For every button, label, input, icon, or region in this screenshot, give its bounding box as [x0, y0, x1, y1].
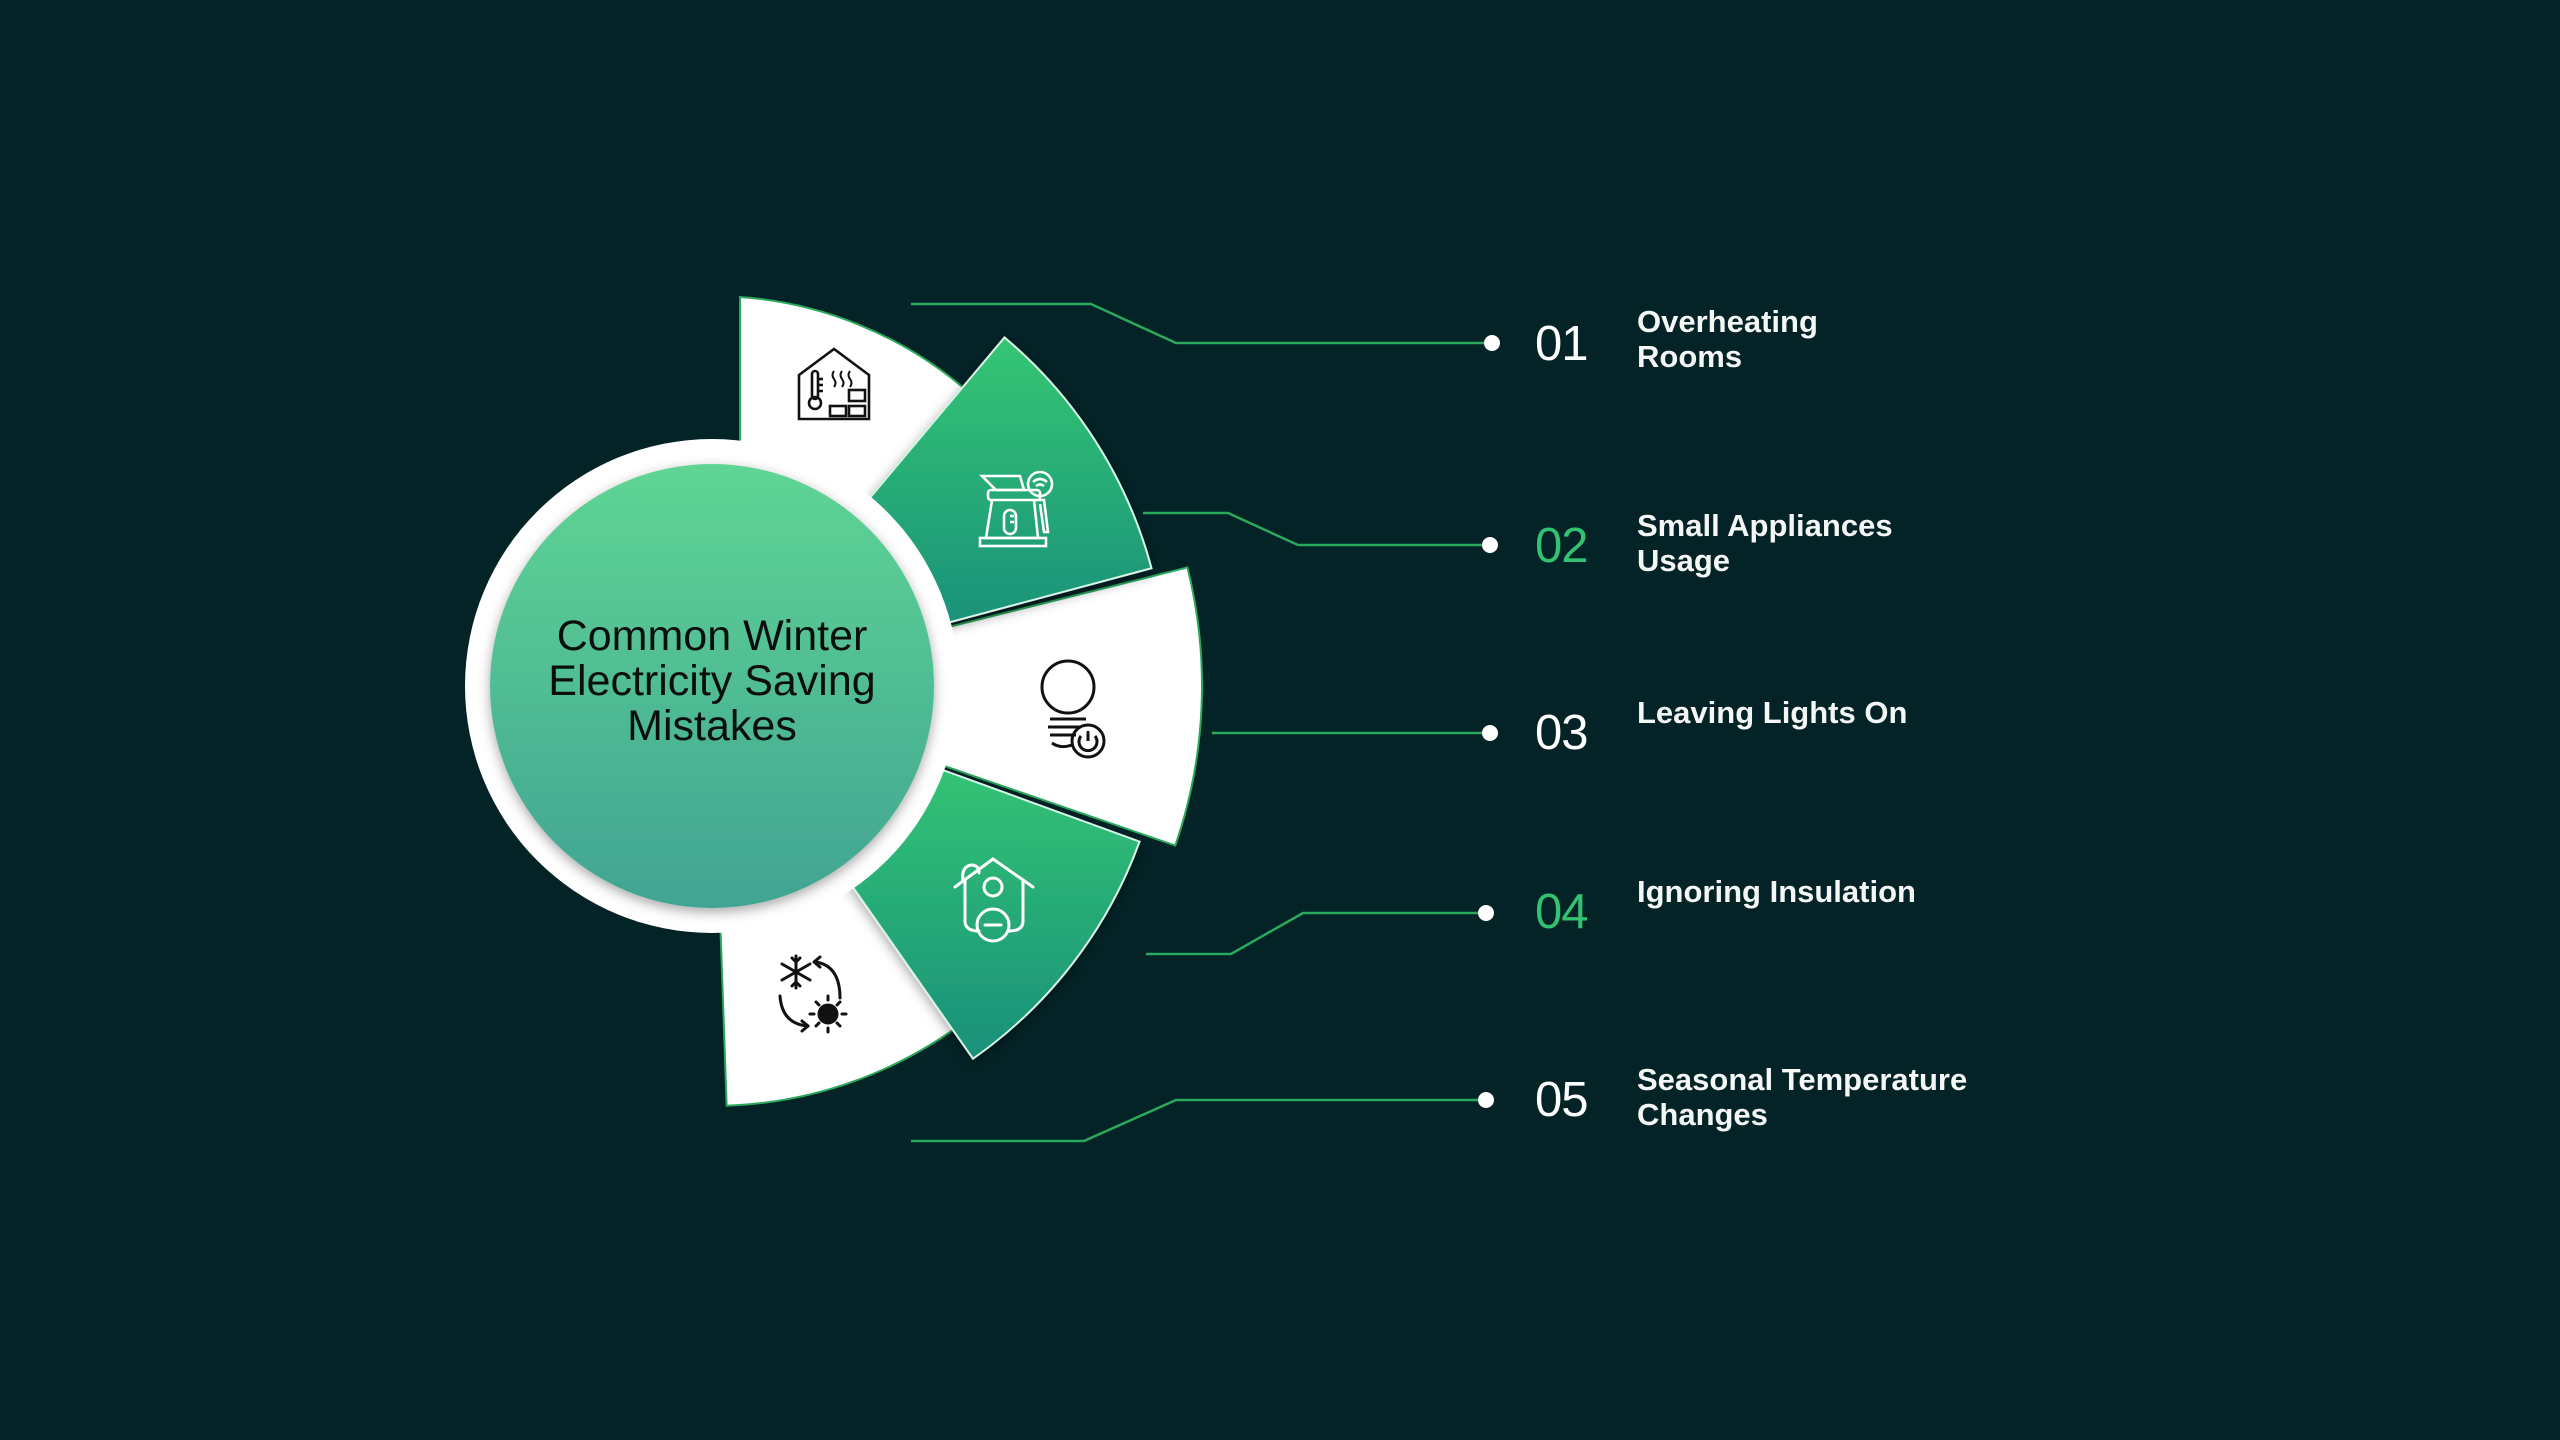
item-label-line: Small Appliances [1637, 508, 1893, 543]
item-number: 01 [1535, 317, 1589, 371]
list-item-05: 05 Seasonal Temperature Changes [1535, 1062, 2235, 1154]
list-item-04: 04 Ignoring Insulation [1535, 874, 2235, 966]
sun-icon [808, 994, 848, 1034]
season-cycle-icon [778, 954, 848, 1034]
item-label: Ignoring Insulation [1637, 874, 1916, 909]
item-label: Seasonal Temperature Changes [1637, 1062, 1967, 1132]
item-label-line: Changes [1637, 1097, 1768, 1132]
item-number: 02 [1535, 519, 1589, 573]
hub-title-line: Common Winter [556, 612, 868, 660]
hub-disk [490, 464, 934, 908]
item-label: Leaving Lights On [1637, 695, 1907, 730]
item-number: 04 [1535, 885, 1589, 939]
smart-kettle-icon [978, 470, 1054, 548]
connector-02 [1143, 511, 1489, 547]
item-number: 03 [1535, 706, 1589, 760]
item-label: Overheating Rooms [1637, 304, 1818, 374]
item-label-line: Seasonal Temperature [1637, 1062, 1968, 1097]
snowflake-icon [780, 954, 812, 990]
item-label-line: Rooms [1637, 339, 1743, 374]
connector-lines [911, 302, 1489, 1143]
connector-dot-04 [1478, 905, 1494, 921]
item-label-line: Leaving Lights On [1637, 695, 1908, 730]
connector-01 [911, 302, 1489, 345]
item-number: 05 [1535, 1073, 1589, 1127]
connector-dot-03 [1482, 725, 1498, 741]
hub-title-line: Mistakes [627, 702, 797, 750]
bulb-power-icon [1040, 659, 1106, 759]
list-item-01: 01 Overheating Rooms [1535, 304, 2235, 398]
hub-title-line: Electricity Saving [548, 657, 876, 705]
house-thermostat-icon [797, 347, 871, 421]
connector-dot-02 [1482, 537, 1498, 553]
connector-dots [1478, 335, 1500, 1108]
item-label-line: Overheating [1637, 304, 1818, 339]
house-minus-icon [953, 857, 1035, 943]
list-item-03: 03 Leaving Lights On [1535, 695, 2235, 787]
connector-dot-01 [1484, 335, 1500, 351]
item-label-line: Ignoring Insulation [1637, 874, 1916, 909]
connector-04 [1146, 911, 1483, 956]
list-item-02: 02 Small Appliances Usage [1535, 508, 2235, 600]
connector-05 [911, 1098, 1483, 1143]
connector-dot-05 [1478, 1092, 1494, 1108]
hub-title: Common Winter Electricity Saving Mistake… [490, 614, 934, 749]
item-label: Small Appliances Usage [1637, 508, 1893, 578]
item-label-line: Usage [1637, 543, 1731, 578]
